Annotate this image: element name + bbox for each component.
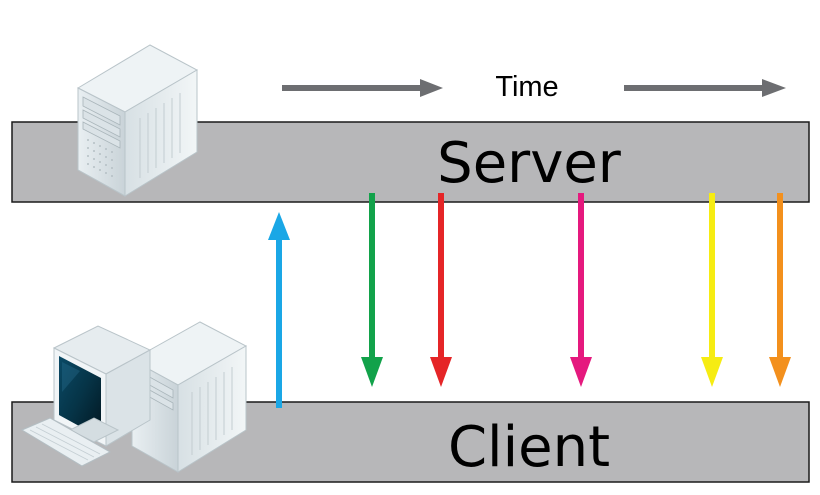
desktop-computer-icon [20,321,248,473]
response-arrow-magenta [570,193,592,387]
response-arrow-yellow [701,193,723,387]
request-arrow-up [268,212,290,408]
monitor-screen [59,356,101,438]
response-arrow-red [430,193,452,387]
time-arrow-right-head [762,79,786,97]
client-label: Client [448,415,610,480]
time-arrow-left-head [420,79,443,97]
time-axis: Time [282,71,786,103]
server-tower-icon [76,44,199,197]
server-label: Server [437,131,622,196]
response-arrow-orange [769,193,791,387]
arrow-group [268,193,791,408]
response-arrow-green [361,193,383,387]
time-label: Time [495,71,558,103]
